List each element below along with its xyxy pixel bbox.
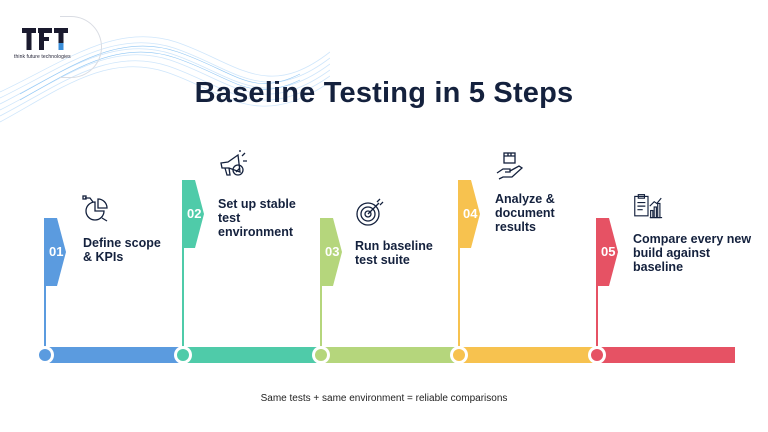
- timeline-bar: [45, 347, 735, 363]
- timeline-dot-4: [450, 346, 468, 364]
- logo-text: think future technologies: [14, 54, 71, 60]
- step-04-pole: [458, 180, 460, 348]
- timeline-segment-2: [183, 347, 321, 363]
- step-01-number: 01: [49, 244, 64, 259]
- timeline-dot-1: [36, 346, 54, 364]
- timeline-segment-4: [459, 347, 597, 363]
- timeline-segment-3: [321, 347, 459, 363]
- step-03-flag: [320, 218, 342, 286]
- step-04-flag: [458, 180, 480, 248]
- step-02-number: 02: [187, 206, 202, 221]
- step-04-label: Analyze & document results: [495, 192, 555, 234]
- step-01-flag: [44, 218, 66, 286]
- clipboard-chart-icon: [634, 194, 663, 219]
- step-05-flag: [596, 218, 618, 286]
- timeline-dot-2: [174, 346, 192, 364]
- step-02-pole: [182, 180, 184, 348]
- pie-chart-icon: [82, 195, 108, 222]
- hand-box-icon: [496, 152, 524, 180]
- step-04-number: 04: [463, 206, 478, 221]
- step-03-number: 03: [325, 244, 340, 259]
- step-05-number: 05: [601, 244, 616, 259]
- company-logo: think future technologies: [14, 16, 104, 78]
- step-02-label: Set up stable test environment: [218, 197, 296, 239]
- megaphone-icon: [220, 150, 247, 176]
- logo-mark-icon: [22, 28, 68, 50]
- footer-caption: Same tests + same environment = reliable…: [260, 393, 508, 404]
- timeline-dot-3: [312, 346, 330, 364]
- target-icon: [356, 198, 384, 226]
- timeline-dot-5: [588, 346, 606, 364]
- step-05-label: Compare every new build against baseline: [633, 232, 752, 274]
- timeline-segment-1: [45, 347, 183, 363]
- timeline-segment-5: [597, 347, 735, 363]
- step-03-label: Run baseline test suite: [355, 239, 433, 267]
- page-title: Baseline Testing in 5 Steps: [194, 77, 574, 109]
- step-01-label: Define scope & KPIs: [83, 236, 161, 264]
- step-02-flag: [182, 180, 204, 248]
